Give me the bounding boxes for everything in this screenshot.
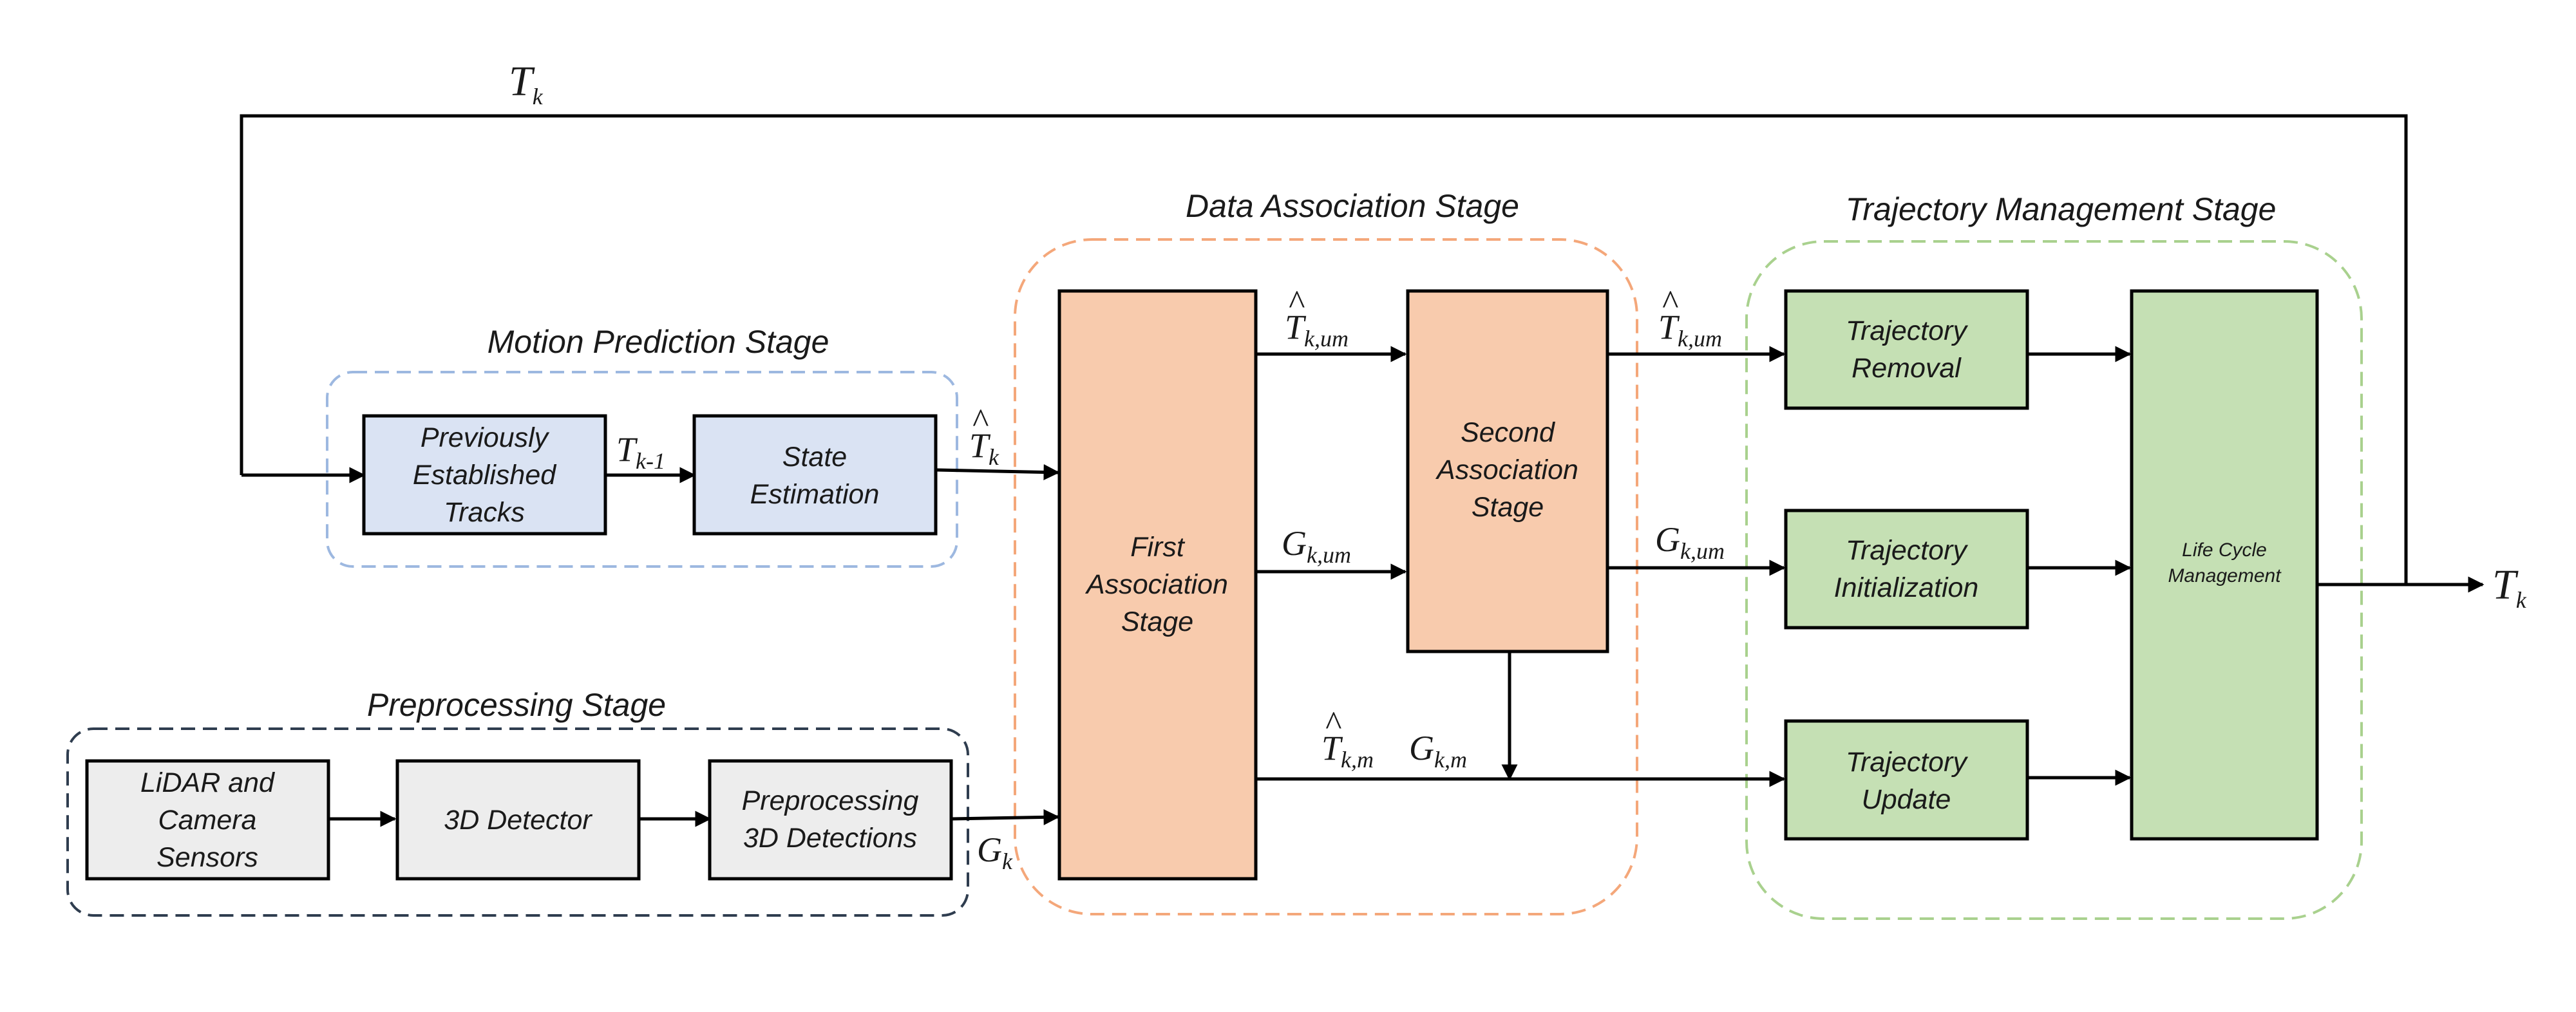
lidar-camera-sensors-box: LiDAR and Camera Sensors (85, 759, 330, 881)
second-association-line-1: Second (1461, 417, 1556, 448)
trajectory-update-box: Trajectory Update (1784, 719, 2029, 841)
previously-established-line-3: Tracks (444, 497, 525, 528)
label-t-k-minus-1: Tk-1 (616, 430, 665, 474)
state-estimation-line-2: Estimation (750, 479, 880, 510)
label-hat-t-k-m-hat: ^ (1325, 704, 1341, 743)
trajectory-removal-box: Trajectory Removal (1784, 289, 2029, 410)
trajectory-update-line-1: Trajectory (1846, 747, 1968, 778)
trajectory-update-line-2: Update (1862, 784, 1951, 815)
preprocessing-stage-label: Preprocessing Stage (367, 687, 666, 723)
preprocessing-detections-line-1: Preprocessing (742, 785, 919, 816)
previously-established-line-2: Established (413, 460, 557, 491)
lidar-camera-line-2: Camera (158, 805, 257, 836)
preprocessing-detections-line-2: 3D Detections (743, 823, 917, 854)
label-hat-t-k: Tk (969, 426, 999, 470)
first-association-line-2: Association (1084, 569, 1228, 600)
first-association-stage-box: First Association Stage (1057, 289, 1258, 881)
label-hat-t-k-um-1-hat: ^ (1288, 283, 1305, 322)
second-association-line-2: Association (1435, 454, 1578, 485)
label-g-k-um-1: Gk,um (1282, 524, 1351, 568)
trajectory-initialization-line-1: Trajectory (1846, 535, 1968, 566)
state-estimation-line-1: State (782, 442, 847, 473)
trajectory-management-stage-label: Trajectory Management Stage (1846, 191, 2277, 227)
lidar-camera-line-1: LiDAR and (140, 767, 276, 798)
label-hat-t-k-um-2-hat: ^ (1662, 283, 1678, 322)
lidar-camera-line-3: Sensors (156, 842, 258, 873)
second-association-line-3: Stage (1472, 492, 1544, 523)
trajectory-removal-line-1: Trajectory (1846, 315, 1968, 346)
3d-detector-box: 3D Detector (395, 759, 641, 881)
life-cycle-management-box: Life Cycle Management (2130, 289, 2319, 841)
trajectory-management-stage-region (1745, 240, 2363, 920)
preprocessing-stage-region (66, 727, 969, 917)
trajectory-initialization-line-2: Initialization (1834, 572, 1979, 603)
label-hat-t-k-hat: ^ (972, 402, 989, 440)
label-g-k: Gk (977, 830, 1013, 874)
life-cycle-line-1: Life Cycle (2182, 539, 2267, 561)
label-hat-t-k-um-2: Tk,um (1658, 308, 1722, 351)
state-to-first-assoc-arrow (936, 464, 1060, 481)
trajectory-initialization-box: Trajectory Initialization (1784, 509, 2029, 630)
trajectory-removal-line-2: Removal (1852, 353, 1962, 384)
label-g-k-m: Gk,m (1409, 729, 1467, 773)
first-association-line-3: Stage (1121, 606, 1193, 637)
life-cycle-line-2: Management (2168, 565, 2282, 586)
state-estimation-box: State Estimation (692, 414, 938, 536)
first-association-line-1: First (1130, 532, 1186, 563)
label-g-k-um-2: Gk,um (1655, 520, 1725, 564)
previously-established-line-1: Previously (421, 422, 550, 453)
previously-established-tracks-box: Previously Established Tracks (362, 414, 607, 536)
label-t-k-output: Tk (2492, 561, 2527, 613)
label-t-k-top: Tk (509, 58, 544, 109)
preprocessing-3d-detections-box: Preprocessing 3D Detections (708, 759, 953, 881)
feedback-loop-line (240, 114, 2408, 585)
3d-detector-line-1: 3D Detector (444, 805, 592, 836)
label-hat-t-k-um-1: Tk,um (1285, 308, 1349, 351)
preprocess-to-first-assoc-arrow (951, 809, 1060, 825)
motion-prediction-stage-label: Motion Prediction Stage (488, 324, 829, 360)
second-association-stage-box: Second Association Stage (1406, 289, 1609, 653)
data-association-stage-label: Data Association Stage (1186, 188, 1519, 224)
label-hat-t-k-m: Tk,m (1321, 729, 1374, 773)
